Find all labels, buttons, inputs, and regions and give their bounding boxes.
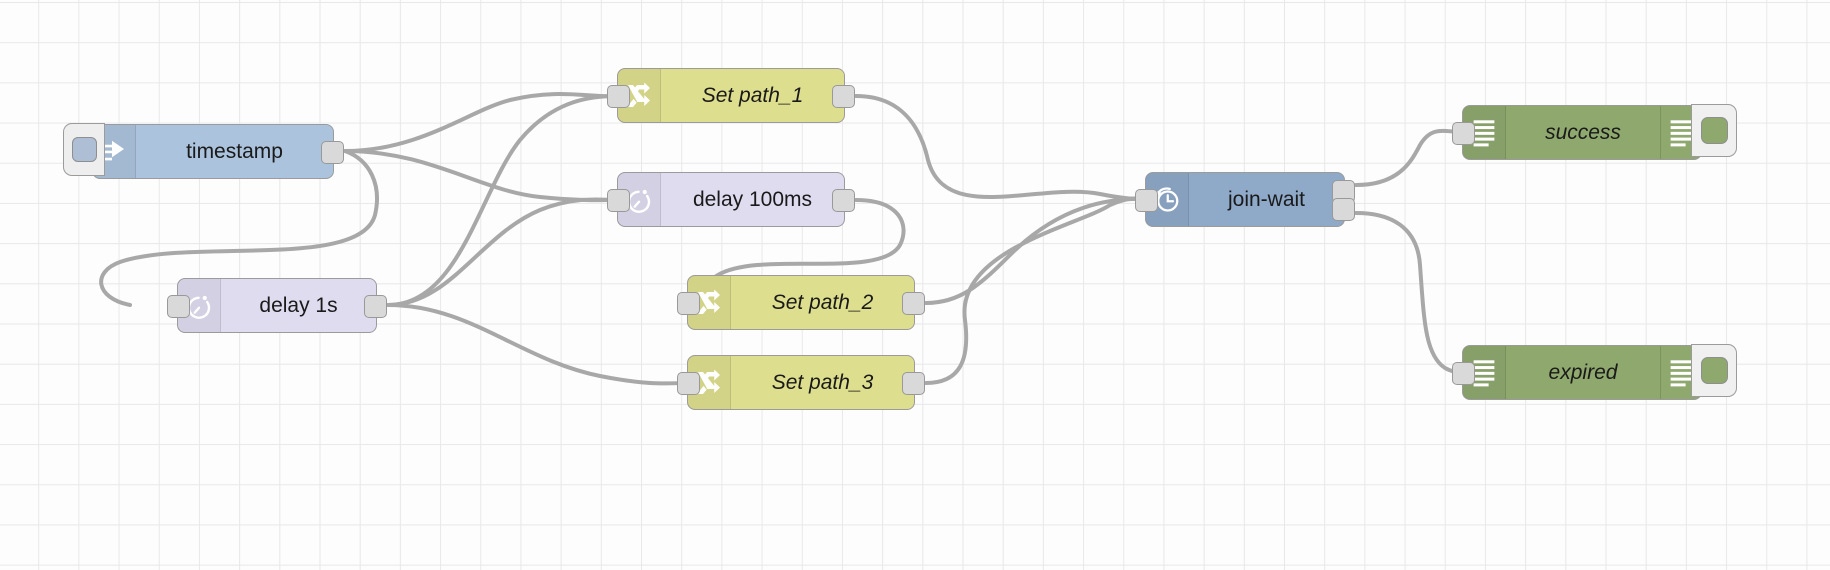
wire-inject-timestamp-to-delay-100ms[interactable] bbox=[343, 149, 619, 203]
wire-change-path-2-to-join-wait[interactable] bbox=[924, 196, 1147, 305]
debug-lines-icon bbox=[1660, 106, 1701, 159]
swap-arrows-icon bbox=[688, 356, 731, 409]
output-port-1[interactable] bbox=[321, 141, 344, 164]
node-debug-expired[interactable]: expired bbox=[1452, 344, 1737, 400]
inject-trigger-button[interactable] bbox=[63, 123, 105, 176]
clock-history-icon bbox=[1146, 173, 1189, 226]
node-label: Set path_1 bbox=[701, 83, 804, 107]
output-port-1[interactable] bbox=[902, 292, 925, 315]
output-port-2[interactable] bbox=[1332, 198, 1355, 222]
wire-change-path-3-to-join-wait[interactable] bbox=[924, 196, 1147, 385]
debug-toggle-button[interactable] bbox=[1691, 104, 1737, 157]
wire-inject-timestamp-to-change-path-1[interactable] bbox=[343, 92, 619, 153]
node-label: Set path_3 bbox=[771, 370, 874, 394]
input-port[interactable] bbox=[1452, 362, 1475, 385]
input-port[interactable] bbox=[607, 189, 630, 212]
input-port[interactable] bbox=[1452, 122, 1475, 145]
input-port[interactable] bbox=[607, 85, 630, 108]
input-port[interactable] bbox=[677, 372, 700, 395]
node-change-path-3[interactable]: Set path_3 bbox=[677, 355, 925, 410]
input-port[interactable] bbox=[1135, 189, 1158, 212]
node-label: expired bbox=[1548, 360, 1618, 384]
node-delay-1s[interactable]: delay 1s bbox=[167, 278, 387, 333]
wire-join-wait-to-debug-success[interactable] bbox=[1354, 128, 1464, 187]
wire-change-path-1-to-join-wait[interactable] bbox=[854, 94, 1147, 201]
output-port-1[interactable] bbox=[832, 85, 855, 108]
debug-lines-icon bbox=[1463, 106, 1506, 159]
output-port-1[interactable] bbox=[364, 295, 387, 318]
node-label: success bbox=[1545, 120, 1621, 144]
node-label: timestamp bbox=[186, 139, 283, 163]
swap-arrows-icon bbox=[688, 276, 731, 329]
debug-lines-icon bbox=[1660, 346, 1701, 399]
debug-button-pad bbox=[1700, 117, 1728, 144]
debug-button-pad bbox=[1700, 357, 1728, 384]
node-delay-100ms[interactable]: delay 100ms bbox=[607, 172, 855, 227]
output-port-1[interactable] bbox=[902, 372, 925, 395]
inject-button-pad bbox=[71, 137, 97, 162]
wire-delay-1s-to-delay-100ms[interactable] bbox=[386, 197, 619, 307]
node-label: Set path_2 bbox=[771, 290, 874, 314]
output-port-1[interactable] bbox=[832, 189, 855, 212]
wire-join-wait-to-debug-expired[interactable] bbox=[1354, 211, 1464, 374]
node-inject-timestamp[interactable]: timestamp bbox=[63, 123, 344, 179]
debug-toggle-button[interactable] bbox=[1691, 344, 1737, 397]
wire-delay-1s-to-change-path-1[interactable] bbox=[386, 94, 619, 307]
input-port[interactable] bbox=[167, 295, 190, 318]
node-label: join-wait bbox=[1227, 187, 1306, 211]
node-join-wait[interactable]: join-wait bbox=[1135, 172, 1355, 227]
node-label: delay 1s bbox=[259, 293, 338, 317]
node-change-path-1[interactable]: Set path_1 bbox=[607, 68, 855, 123]
node-change-path-2[interactable]: Set path_2 bbox=[677, 275, 925, 330]
node-label: delay 100ms bbox=[692, 187, 813, 211]
input-port[interactable] bbox=[677, 292, 700, 315]
node-debug-success[interactable]: success bbox=[1452, 104, 1737, 160]
wire-delay-1s-to-change-path-3[interactable] bbox=[386, 303, 689, 386]
